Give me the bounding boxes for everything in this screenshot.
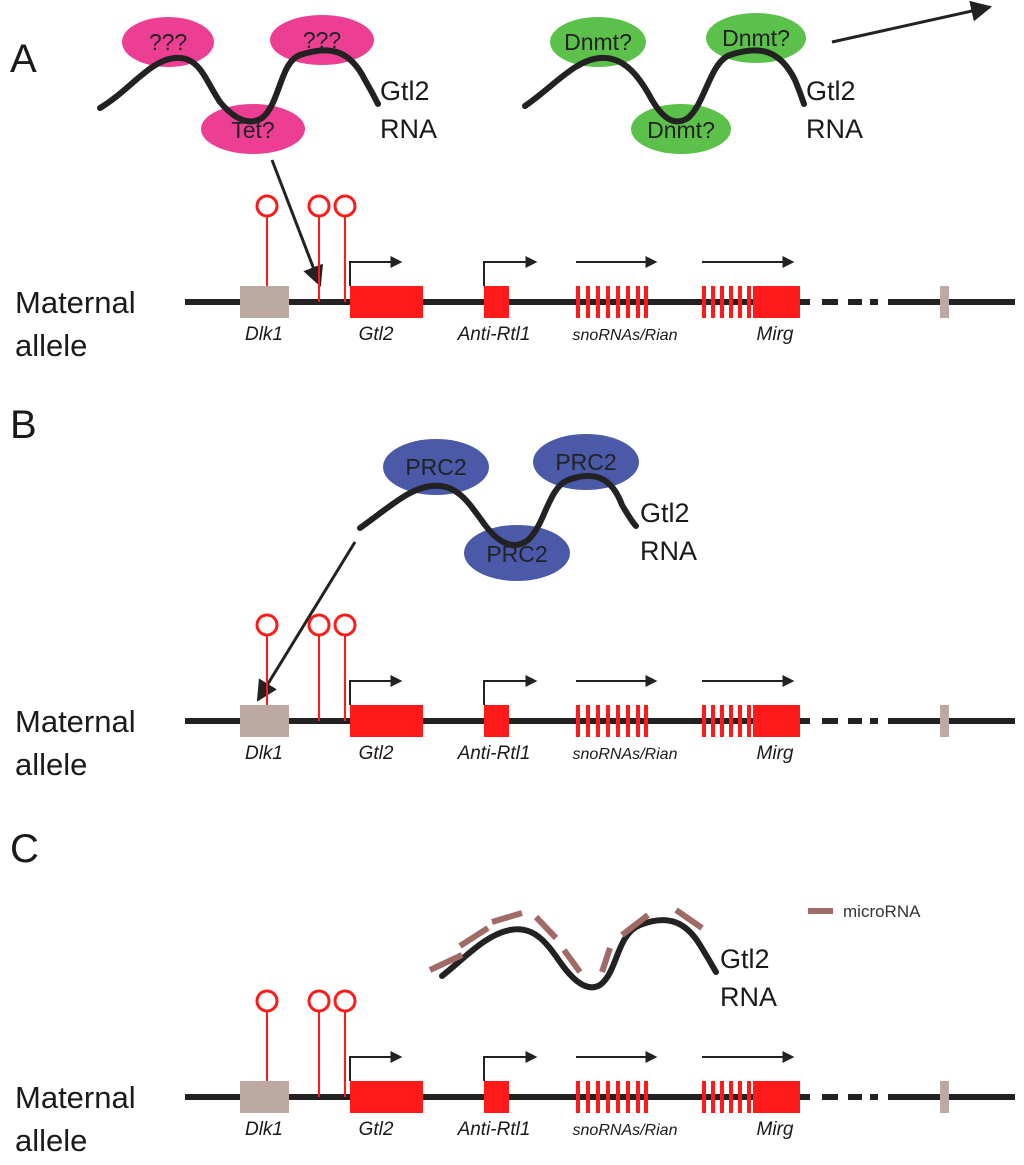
gene-label: Anti-Rtl1	[457, 324, 531, 345]
protein-ellipse	[631, 104, 731, 154]
protein-ellipse	[201, 104, 305, 154]
gene-label: Mirg	[757, 743, 794, 764]
rna-label-line2: RNA	[806, 114, 863, 144]
allele-label-line1: Maternal	[15, 704, 136, 739]
microrna-mark	[533, 914, 559, 941]
gene-label: Dlk1	[245, 1119, 283, 1140]
gene-label: Gtl2	[359, 1119, 394, 1140]
protein-ellipse	[383, 439, 489, 495]
rna-complex-left: ??? Tet? ??? Gtl2 RNA	[97, 15, 437, 154]
arrow	[831, 0, 993, 44]
panel-letter: C	[10, 827, 39, 871]
maternal-locus	[185, 615, 1015, 737]
gene-label: Gtl2	[359, 743, 394, 764]
protein-ellipse	[464, 525, 570, 581]
gene-label: Anti-Rtl1	[457, 1119, 531, 1140]
arrow	[270, 159, 324, 287]
rna-label-line2: RNA	[380, 114, 437, 144]
protein-label: Tet?	[231, 117, 274, 143]
protein-label: PRC2	[405, 454, 466, 480]
rna-strand	[522, 47, 807, 125]
protein-ellipse	[533, 434, 639, 490]
gene-label: Dlk1	[245, 743, 283, 764]
allele-label-line1: Maternal	[15, 285, 136, 320]
microrna-mark	[491, 910, 523, 925]
rna-label-line2: RNA	[640, 536, 697, 566]
rna-label-line1: Gtl2	[640, 498, 690, 528]
maternal-locus	[185, 991, 1015, 1113]
panel-letter: B	[10, 403, 37, 447]
rna-label-line1: Gtl2	[806, 76, 856, 106]
protein-label: PRC2	[486, 541, 547, 567]
panel-letter: A	[10, 37, 37, 81]
gene-label: snoRNAs/Rian	[573, 1122, 678, 1139]
rna-label-line2: RNA	[720, 982, 777, 1012]
gene-label: Mirg	[757, 324, 794, 345]
panel-c: C microRNA Gtl2 RNA Maternal allele Dlk1…	[10, 827, 1015, 1158]
microrna-mark	[674, 907, 704, 931]
arrow	[256, 541, 357, 702]
panel-b: B PRC2 PRC2 PRC2 Gtl2 RNA Maternal allel…	[10, 403, 1015, 782]
rna-complex: Gtl2 RNA	[428, 907, 777, 1012]
gene-label: Dlk1	[245, 324, 283, 345]
rna-complex: PRC2 PRC2 PRC2 Gtl2 RNA	[357, 434, 697, 581]
protein-ellipse	[550, 17, 646, 67]
protein-ellipse	[122, 17, 214, 67]
rna-strand	[439, 917, 719, 991]
allele-label-line1: Maternal	[15, 1080, 136, 1115]
protein-label: Dnmt?	[722, 25, 790, 51]
rna-complex-right: Dnmt? Dnmt? Dnmt? Gtl2 RNA	[522, 13, 863, 154]
gene-label: Mirg	[757, 1119, 794, 1140]
protein-label: ???	[303, 27, 341, 53]
microrna-mark	[458, 925, 490, 949]
protein-label: ???	[149, 29, 187, 55]
legend-label: microRNA	[843, 902, 921, 921]
rna-label-line1: Gtl2	[380, 76, 430, 106]
panel-a: A ??? Tet? ??? Gtl2 RNA Dnmt? Dnmt? Dnmt…	[10, 0, 1015, 363]
gene-label: snoRNAs/Rian	[573, 327, 678, 344]
protein-label: Dnmt?	[564, 29, 632, 55]
rna-strand	[357, 473, 639, 548]
protein-label: PRC2	[555, 449, 616, 475]
protein-ellipse	[706, 13, 806, 63]
microrna-mark	[599, 947, 613, 973]
rna-strand	[97, 47, 381, 125]
protein-ellipse	[270, 15, 374, 65]
protein-label: Dnmt?	[647, 117, 715, 143]
microrna-mark	[428, 952, 464, 973]
gene-label: Gtl2	[359, 324, 394, 345]
rna-label-line1: Gtl2	[720, 944, 770, 974]
allele-label-line2: allele	[15, 328, 87, 363]
allele-label-line2: allele	[15, 1123, 87, 1158]
allele-label-line2: allele	[15, 747, 87, 782]
gene-label: snoRNAs/Rian	[573, 746, 678, 763]
microrna-mark	[561, 948, 583, 974]
microrna-mark	[620, 912, 650, 938]
gene-label: Anti-Rtl1	[457, 743, 531, 764]
